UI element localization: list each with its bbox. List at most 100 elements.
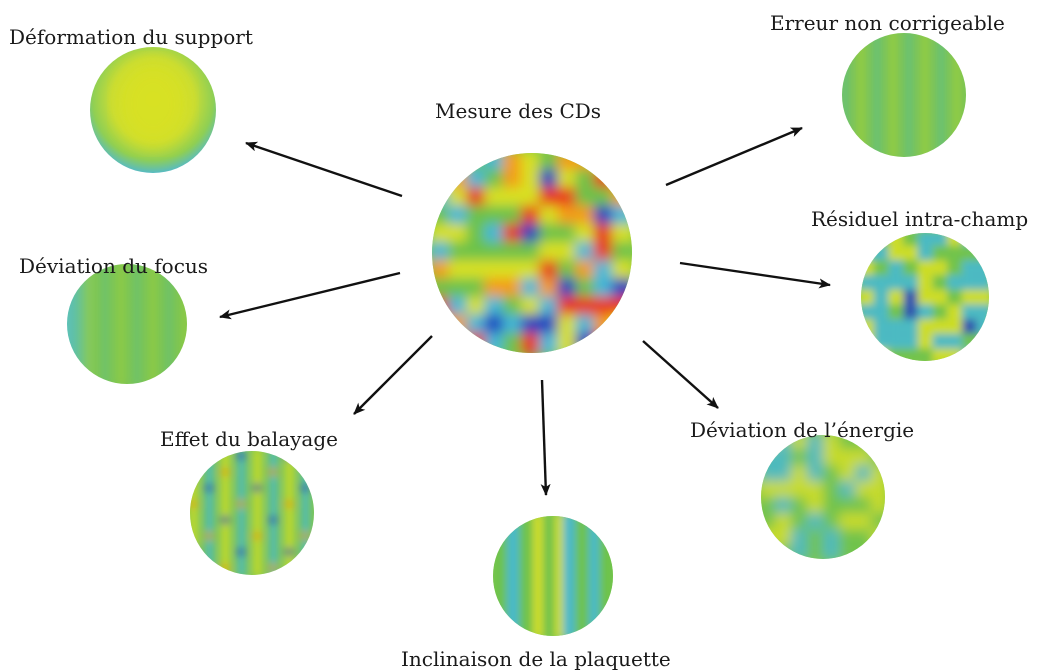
heat-cell	[539, 187, 562, 210]
stripe	[86, 264, 92, 384]
mottle-cell	[855, 545, 871, 559]
residual-cell	[861, 275, 874, 290]
heat-cell	[502, 153, 525, 174]
residual-cell	[903, 319, 918, 334]
heat-cell	[520, 260, 544, 283]
heat-cell	[539, 260, 562, 283]
column	[270, 451, 277, 575]
heat-cell	[520, 278, 544, 301]
heat-cell	[611, 332, 632, 353]
heat-cell	[466, 205, 489, 228]
map-balayage	[190, 451, 314, 575]
heat-cell	[432, 314, 453, 337]
heat-cell	[539, 278, 562, 301]
mottle-cell	[823, 435, 839, 449]
heat-cell	[502, 296, 525, 319]
label-focus: Déviation du focus	[19, 254, 209, 278]
heat-cell	[593, 332, 616, 353]
residual-cell	[947, 245, 962, 261]
residual-cell	[861, 304, 874, 320]
residual-cell	[947, 260, 962, 276]
heat-cell	[611, 223, 632, 246]
spot	[236, 500, 246, 508]
residual-cell	[903, 289, 918, 305]
heat-cell	[484, 223, 507, 246]
mottle-cell	[871, 513, 885, 529]
heat-cell	[484, 169, 507, 192]
residual-cell	[961, 348, 977, 361]
mottle-cell	[791, 497, 807, 513]
heat-cell	[432, 260, 453, 283]
heat-cell	[484, 187, 507, 210]
heat-cell	[432, 153, 453, 174]
mottle-cell	[807, 529, 823, 545]
residual-cell	[947, 233, 962, 246]
mottle-cell	[855, 449, 871, 465]
spot	[284, 500, 294, 508]
residual-cell	[917, 275, 933, 290]
mottle-cell	[855, 497, 871, 513]
residual-cell	[917, 333, 933, 349]
spot	[190, 500, 198, 508]
heat-cell	[557, 241, 580, 265]
column	[190, 451, 197, 575]
mottle-cell	[775, 545, 791, 559]
heat-cell	[539, 169, 562, 192]
mottle-cell	[823, 481, 839, 497]
residual-cell	[861, 245, 874, 261]
stripe	[150, 264, 156, 384]
heat-cell	[611, 169, 632, 192]
mottle-cell	[807, 497, 823, 513]
mottle-cell	[839, 449, 855, 465]
label-balayage: Effet du balayage	[160, 427, 338, 451]
residual-cell	[917, 319, 933, 334]
mottle-cell	[791, 513, 807, 529]
mottle-cell	[807, 513, 823, 529]
residual-cell	[961, 319, 977, 334]
residual-cell	[932, 348, 948, 361]
residual-cell	[917, 260, 933, 276]
heat-cell	[502, 260, 525, 283]
residual-cell	[903, 260, 918, 276]
heat-cell	[484, 314, 507, 337]
heat-cell	[539, 241, 562, 265]
stripe	[102, 264, 108, 384]
mottle-cell	[791, 545, 807, 559]
center-label: Mesure des CDs	[435, 99, 602, 123]
heat-cell	[575, 314, 598, 337]
stripe	[890, 33, 896, 157]
band	[543, 516, 555, 636]
spot	[220, 468, 230, 476]
heat-cell	[502, 241, 525, 265]
stripe	[858, 33, 864, 157]
heat-cell	[575, 169, 598, 192]
heat-cell	[432, 332, 453, 353]
mottle-cell	[823, 465, 839, 481]
residual-cell	[873, 319, 889, 334]
mottle-cell	[839, 529, 855, 545]
spot	[190, 452, 198, 460]
heat-cell	[593, 296, 616, 319]
mottle-cell	[807, 449, 823, 465]
mottle-cell	[807, 465, 823, 481]
label-residuel: Résiduel intra-champ	[811, 207, 1029, 231]
spot	[204, 484, 214, 492]
residual-cell	[976, 260, 989, 276]
stripe	[874, 33, 880, 157]
heat-cell	[502, 187, 525, 210]
heat-cell	[466, 260, 489, 283]
residual-cell	[976, 348, 989, 361]
heat-cell	[466, 296, 489, 319]
residual-cell	[917, 348, 933, 361]
residual-cell	[976, 333, 989, 349]
mottle-cell	[775, 497, 791, 513]
mottle-cell	[761, 513, 775, 529]
stripe	[134, 264, 140, 384]
residual-cell	[861, 348, 874, 361]
residual-cell	[947, 319, 962, 334]
heat-cell	[520, 187, 544, 210]
residual-cell	[888, 289, 904, 305]
residual-cell	[888, 260, 904, 276]
arrow-to-focus	[219, 271, 401, 320]
mottle-cell	[791, 529, 807, 545]
